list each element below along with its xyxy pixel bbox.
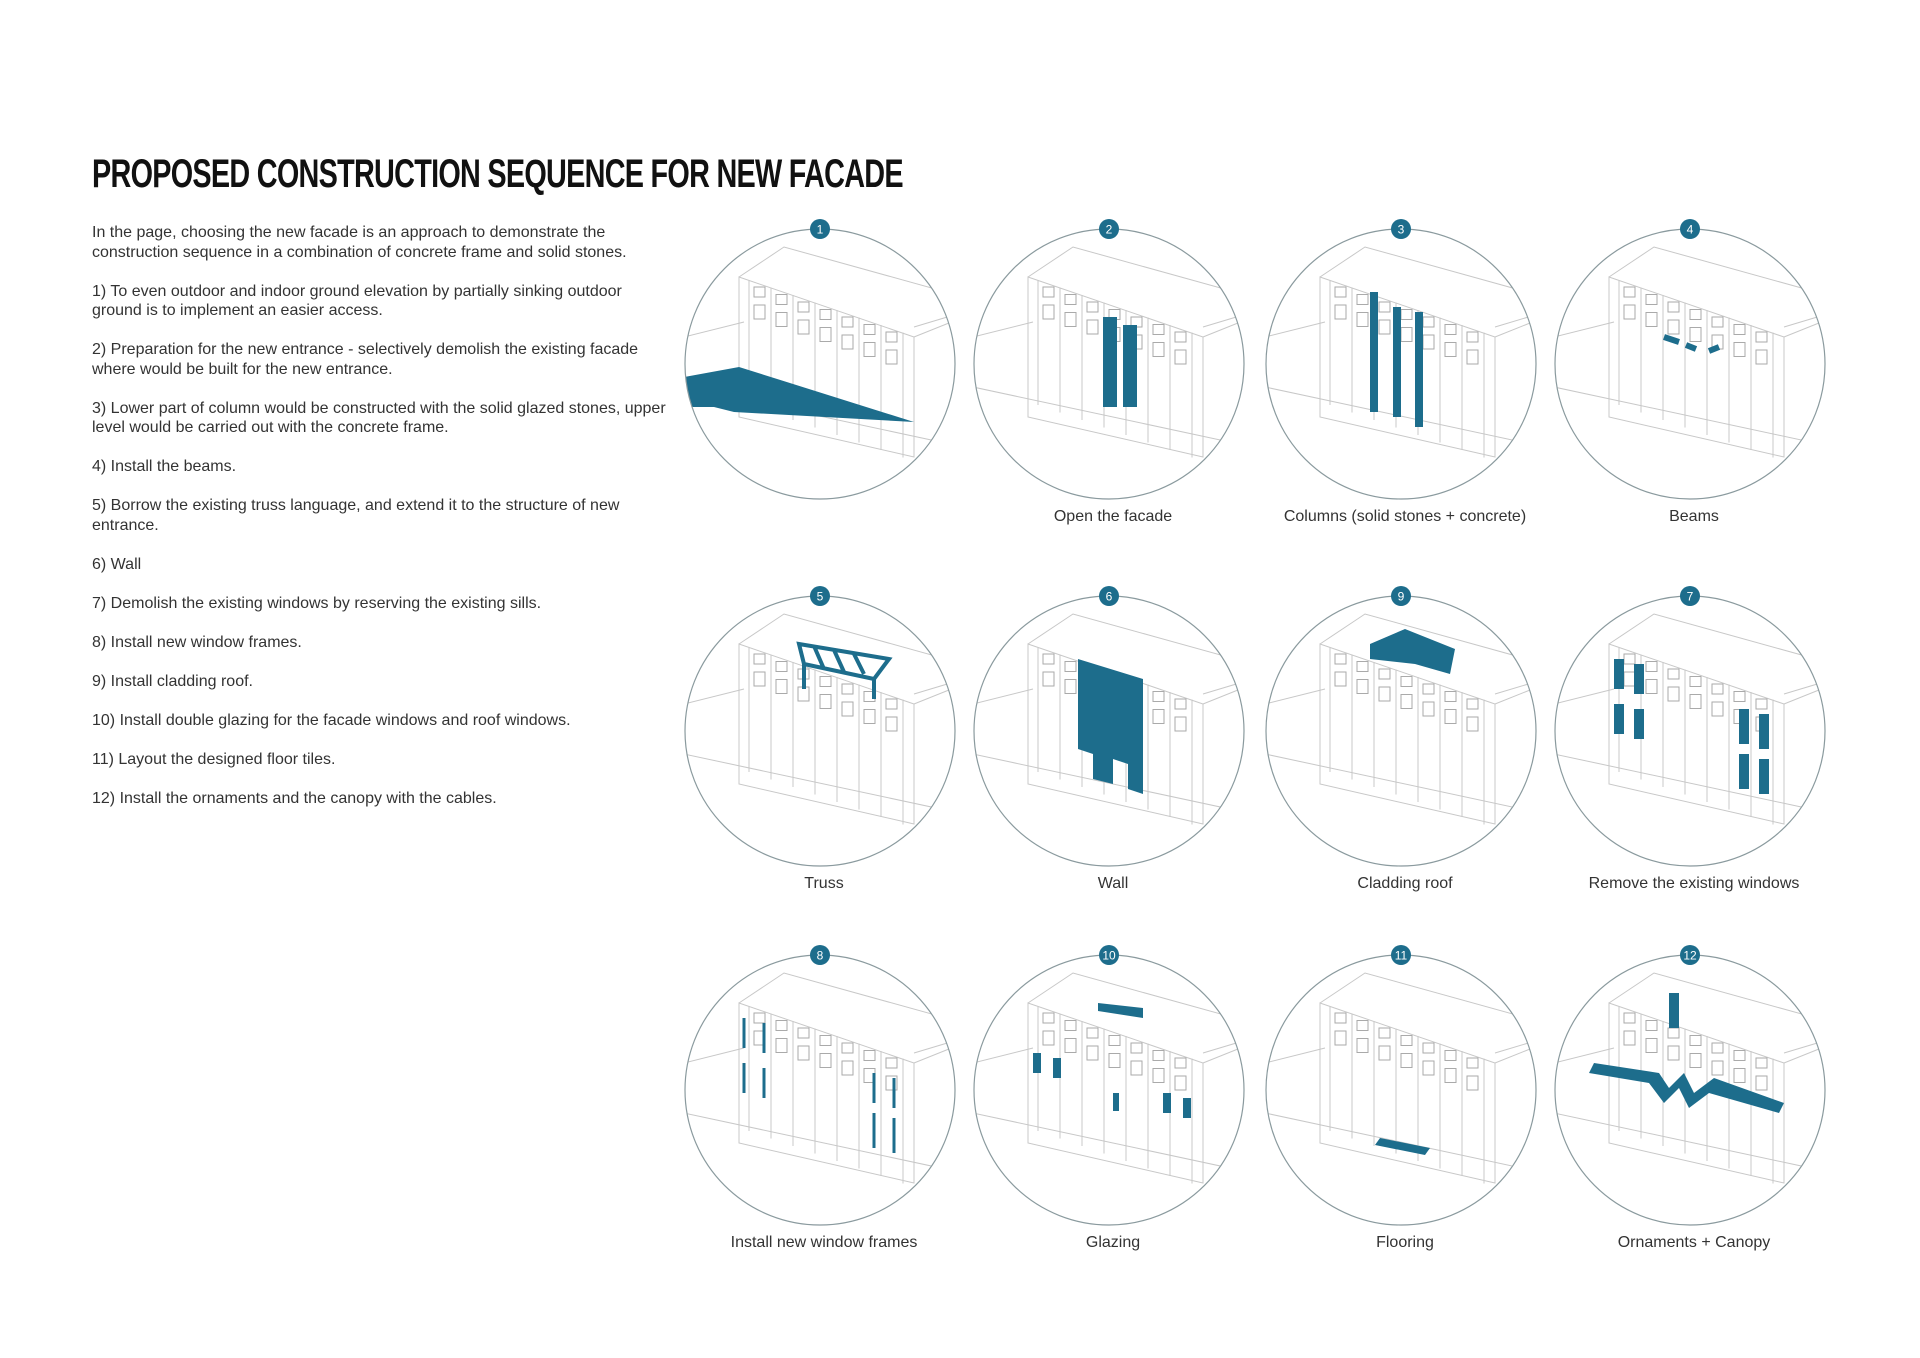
diagram-step-10: 10 Glazing bbox=[973, 943, 1253, 1263]
step-number: 6 bbox=[1106, 590, 1113, 604]
facade-diagram: 3 bbox=[1265, 219, 1537, 500]
sequence-step-text: 8) Install new window frames. bbox=[92, 633, 302, 651]
diagram-step-6: 6 Wall bbox=[973, 584, 1253, 904]
sequence-step-text: 11) Layout the designed floor tiles. bbox=[92, 750, 336, 768]
diagram-step-7: 7 Remove the existing windows bbox=[1554, 584, 1834, 904]
sequence-step-text: 2) Preparation for the new entrance - se… bbox=[92, 341, 639, 378]
sequence-step-text: 3) Lower part of column would be constru… bbox=[92, 399, 666, 437]
facade-diagram: 9 bbox=[1265, 586, 1537, 867]
diagram-caption: Cladding roof bbox=[1357, 875, 1453, 892]
diagram-caption: Flooring bbox=[1376, 1234, 1434, 1251]
sequence-step-text: 6) Wall bbox=[92, 555, 142, 573]
diagram-step-12: 12 Ornaments + Canopy bbox=[1554, 943, 1834, 1263]
step-badge bbox=[1099, 945, 1119, 965]
diagram-caption: Beams bbox=[1669, 508, 1719, 525]
diagram-caption: Install new window frames bbox=[730, 1234, 918, 1251]
facade-diagram: 8 bbox=[684, 945, 956, 1226]
step-number: 9 bbox=[1398, 590, 1405, 604]
facade-diagram: 10 bbox=[973, 945, 1245, 1226]
diagram-caption: Ornaments + Canopy bbox=[1617, 1234, 1771, 1251]
sequence-step-text: 4) Install the beams. bbox=[92, 458, 237, 475]
step-badge bbox=[1391, 945, 1411, 965]
step-number: 2 bbox=[1106, 223, 1113, 237]
step-number: 5 bbox=[817, 590, 824, 604]
facade-diagram: 11 bbox=[1265, 945, 1537, 1226]
diagram-step-4: 4 Beams bbox=[1554, 217, 1834, 537]
sequence-step-text: 12) Install the ornaments and the canopy… bbox=[92, 789, 497, 807]
step-badge bbox=[1391, 586, 1411, 606]
sequence-step-text: 1) To even outdoor and indoor ground ele… bbox=[92, 282, 622, 320]
step-badge bbox=[1391, 219, 1411, 239]
diagram-caption: Open the facade bbox=[1053, 508, 1173, 525]
sequence-step-text: 10) Install double glazing for the facad… bbox=[92, 711, 571, 729]
diagram-step-1: 1 bbox=[684, 217, 964, 537]
step-number: 3 bbox=[1398, 223, 1405, 237]
facade-diagram: 2 bbox=[973, 219, 1245, 500]
diagram-caption: Wall bbox=[1097, 875, 1129, 892]
facade-diagram: 6 bbox=[973, 586, 1245, 867]
facade-diagram: 7 bbox=[1554, 586, 1826, 867]
step-badge bbox=[1099, 219, 1119, 239]
step-number: 1 bbox=[817, 223, 824, 237]
page-title: PROPOSED CONSTRUCTION SEQUENCE FOR NEW F… bbox=[92, 152, 904, 196]
step-number: 7 bbox=[1687, 590, 1694, 604]
intro-paragraph: In the page, choosing the new facade is … bbox=[92, 224, 627, 261]
diagram-step-2: 2 Open the facade bbox=[973, 217, 1253, 537]
facade-diagram: 5 bbox=[684, 586, 956, 867]
step-badge bbox=[810, 586, 830, 606]
sequence-step-text: 5) Borrow the existing truss language, a… bbox=[92, 497, 620, 534]
step-number: 10 bbox=[1102, 949, 1116, 963]
diagram-caption: Remove the existing windows bbox=[1588, 875, 1800, 892]
diagram-step-11: 11 Flooring bbox=[1265, 943, 1545, 1263]
step-badge bbox=[1680, 586, 1700, 606]
step-badge bbox=[1680, 219, 1700, 239]
diagram-step-8: 8 Install new window frames bbox=[684, 943, 964, 1263]
sequence-step-text: 7) Demolish the existing windows by rese… bbox=[92, 594, 542, 612]
step-badge bbox=[1099, 586, 1119, 606]
step-number: 11 bbox=[1395, 949, 1408, 963]
facade-diagram: 12 bbox=[1554, 945, 1826, 1226]
facade-diagram: 4 bbox=[1554, 219, 1826, 500]
facade-diagram: 1 bbox=[684, 219, 956, 500]
diagram-caption: Columns (solid stones + concrete) bbox=[1283, 508, 1527, 525]
step-badge bbox=[810, 219, 830, 239]
step-number: 8 bbox=[817, 949, 824, 963]
step-number: 12 bbox=[1683, 949, 1697, 963]
intro-text: In the page, choosing the new facade is … bbox=[92, 223, 672, 828]
sequence-step-text: 9) Install cladding roof. bbox=[92, 672, 253, 690]
diagram-caption: Truss bbox=[804, 875, 844, 892]
step-number: 4 bbox=[1687, 223, 1694, 237]
diagram-step-5: 5 Truss bbox=[684, 584, 964, 904]
diagram-caption: Glazing bbox=[1085, 1234, 1141, 1251]
diagram-step-3: 3 Columns (solid stones + concrete) bbox=[1265, 217, 1545, 537]
step-badge bbox=[810, 945, 830, 965]
diagram-step-9: 9 Cladding roof bbox=[1265, 584, 1545, 904]
step-badge bbox=[1680, 945, 1700, 965]
